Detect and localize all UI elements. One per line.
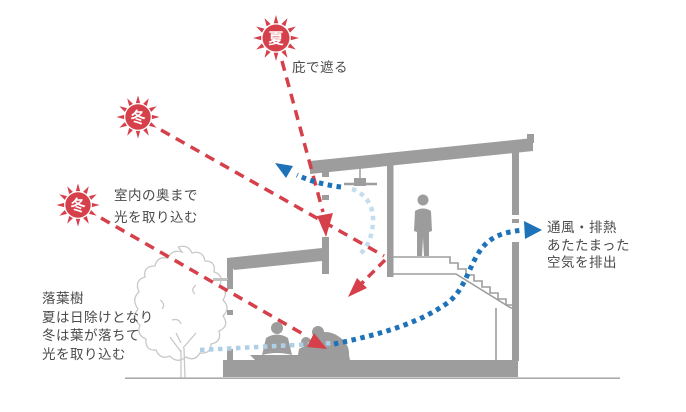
lower-window-mullion	[227, 310, 233, 315]
vent-note-line-3: 空気を排出	[547, 255, 617, 270]
ceiling-fan-icon	[344, 167, 377, 186]
winter-light-note: 室内の奥まで 光を取り込む	[114, 185, 198, 229]
eave-shading-note: 庇で遮る	[292, 59, 348, 77]
ventilation-note: 通風・排熱 あたたまった 空気を排出	[547, 219, 630, 272]
tree-note-line-4: 光を取り込む	[42, 346, 126, 362]
floor-slab	[223, 360, 518, 377]
winter-sun-high-icon: 冬	[116, 95, 160, 139]
summer-sun-icon: 夏	[253, 15, 299, 61]
stairs	[393, 256, 517, 360]
tree-note-line-3: 冬は葉が落ちて	[42, 328, 140, 343]
upper-left-wall-head	[322, 171, 329, 177]
summer-sun-ray	[280, 60, 333, 237]
roof-edge-lip	[527, 134, 534, 143]
winter-sun-low-label: 冬	[70, 197, 85, 215]
pent-roof	[227, 248, 322, 270]
lower-left-wall-head	[227, 280, 233, 289]
pent-roof-eave	[213, 278, 228, 281]
right-wall-lower	[512, 242, 519, 361]
right-window-mullion	[512, 219, 519, 223]
summer-sun-label: 夏	[267, 31, 284, 48]
ground-line	[125, 377, 620, 379]
winter-sun-low-icon: 冬	[56, 183, 100, 227]
winter-high-sun-ray	[160, 128, 387, 297]
upper-window-mullion	[322, 195, 329, 200]
upper-left-wall	[322, 237, 329, 274]
right-wall-upper	[512, 151, 519, 215]
deciduous-tree-note: 落葉樹 夏は日除けとなり 冬は葉が落ちて 光を取り込む	[42, 290, 154, 364]
interior-wall	[387, 164, 394, 277]
vent-note-line-1: 通風・排熱	[547, 220, 617, 235]
fan-exhaust-arrow	[275, 163, 342, 190]
house-structure	[213, 134, 534, 377]
winter-light-line-1: 室内の奥まで	[114, 188, 198, 203]
tree-note-line-1: 落葉樹	[42, 291, 84, 306]
vent-note-line-2: あたたまった	[547, 237, 631, 253]
tree-note-line-2: 夏は日除けとなり	[42, 309, 154, 325]
exhaust-air-arrow	[333, 221, 542, 347]
eave-note-line: 庇で遮る	[292, 60, 348, 75]
standing-person	[414, 194, 432, 256]
main-roof	[310, 138, 533, 174]
pent-roof-fascia	[227, 258, 233, 280]
deciduous-tree	[134, 245, 228, 379]
sitting-person	[250, 322, 302, 360]
lower-left-wall-sill	[227, 349, 233, 361]
winter-low-sun-ray	[100, 216, 327, 349]
winter-sun-high-label: 冬	[130, 109, 145, 127]
fan-downdraft-arc	[351, 186, 376, 257]
winter-light-line-2: 光を取り込む	[114, 210, 198, 225]
